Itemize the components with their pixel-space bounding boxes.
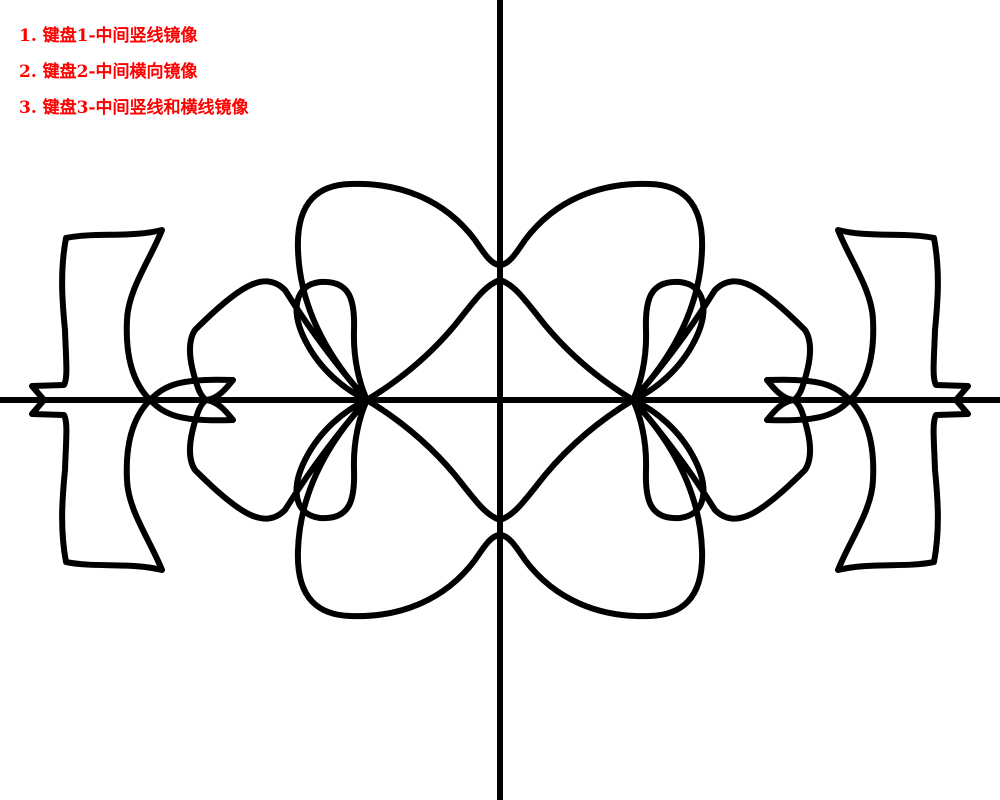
user-drawing-left: [29, 180, 503, 616]
instruction-key-1: 1. 键盘1-中间竖线镜像: [19, 26, 198, 46]
instruction-list: 1. 键盘1-中间竖线镜像 2. 键盘2-中间横向镜像 3. 键盘3-中间竖线和…: [19, 22, 249, 130]
instruction-key-3: 3. 键盘3-中间竖线和横线镜像: [19, 98, 249, 118]
instruction-key-2: 2. 键盘2-中间横向镜像: [19, 62, 198, 82]
